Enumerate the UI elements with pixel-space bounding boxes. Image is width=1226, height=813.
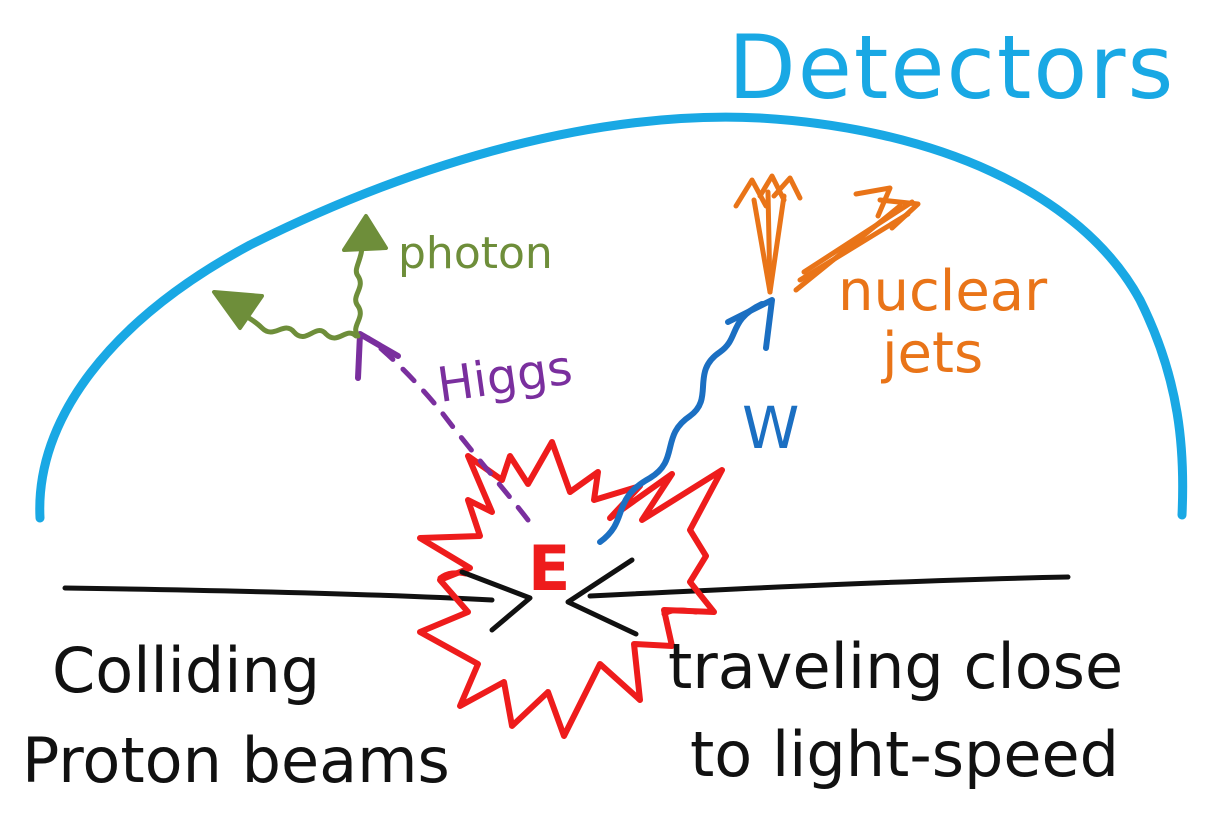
left-beam-line bbox=[62, 585, 495, 603]
photon-arrowhead-left bbox=[212, 290, 264, 330]
w-boson-label: W bbox=[742, 394, 799, 462]
w-boson-arrowhead bbox=[725, 297, 775, 351]
left-beam-arrowhead bbox=[459, 569, 533, 633]
proton-beams-label: Proton beams bbox=[22, 724, 450, 797]
right-beam-line bbox=[587, 574, 1071, 599]
nuclear-label: nuclear bbox=[838, 259, 1048, 324]
right-beam-arrowhead bbox=[565, 557, 639, 637]
photon-label: photon bbox=[398, 228, 553, 279]
higgs-arrowhead bbox=[355, 331, 401, 381]
photon-path-up bbox=[353, 235, 365, 339]
photon-path-left bbox=[237, 309, 359, 341]
traveling-close-label: traveling close bbox=[668, 630, 1123, 703]
explosion-spark-right bbox=[661, 607, 699, 617]
jets-label: jets bbox=[880, 321, 983, 386]
to-light-speed-label: to light-speed bbox=[690, 718, 1119, 791]
higgs-path bbox=[365, 335, 531, 523]
jets-upward bbox=[733, 173, 803, 295]
jets-diagonal bbox=[793, 185, 921, 293]
higgs-label: Higgs bbox=[434, 340, 576, 414]
energy-label: E bbox=[528, 532, 570, 605]
detector-arc bbox=[35, 112, 1188, 523]
colliding-label: Colliding bbox=[52, 634, 320, 707]
photon-arrowhead-up bbox=[342, 214, 388, 252]
detectors-label: Detectors bbox=[728, 16, 1175, 119]
w-boson-path bbox=[597, 301, 765, 545]
